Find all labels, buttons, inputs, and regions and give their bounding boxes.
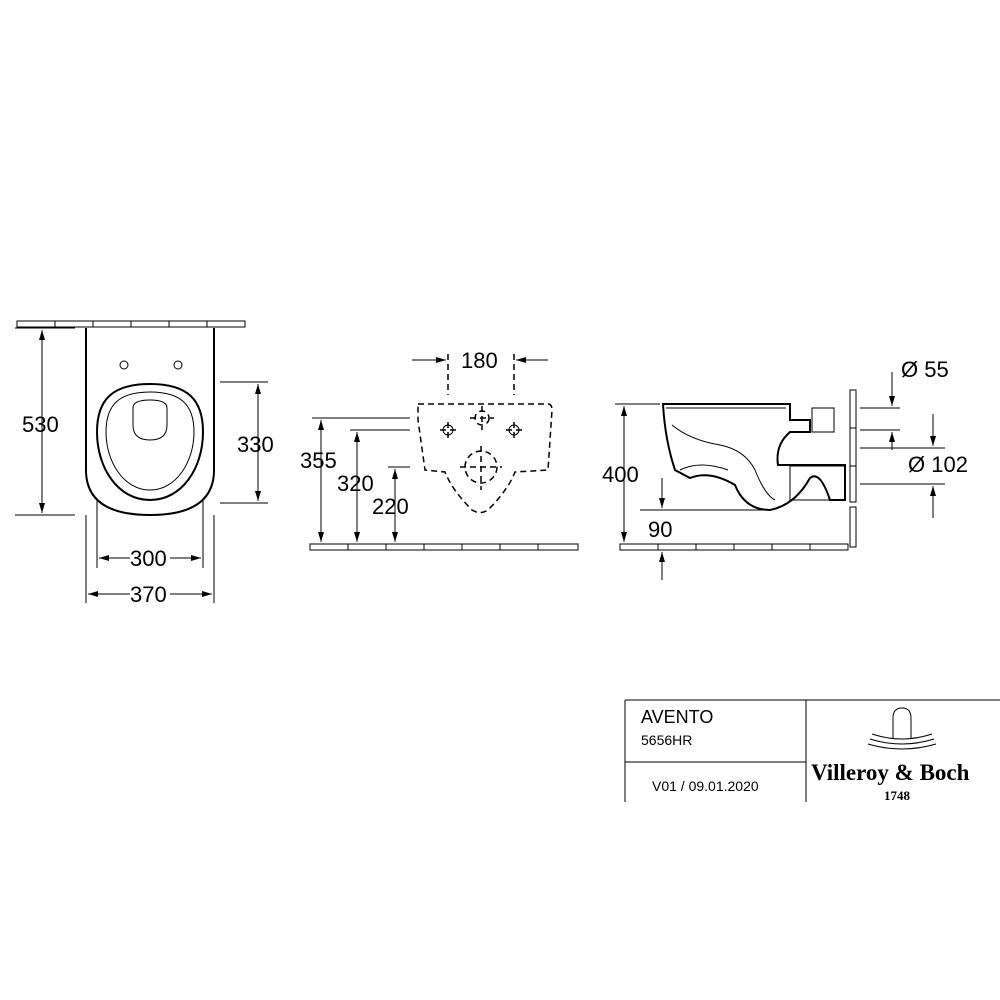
- dim-height-low: 220: [372, 494, 409, 519]
- wall-plate-outline: [417, 403, 553, 514]
- brand-year: 1748: [884, 788, 911, 803]
- top-view: 530 330 300 370: [15, 320, 274, 607]
- floor-side-view: [619, 543, 849, 551]
- dim-height-total: 530: [22, 412, 59, 437]
- fixing-marker-center: [470, 406, 494, 430]
- dim-height-seat: 330: [237, 432, 274, 457]
- floor-front-view: [309, 543, 579, 551]
- seat-inner: [105, 391, 195, 491]
- brand-name: Villeroy & Boch: [811, 760, 970, 785]
- dim-height-mid: 320: [337, 471, 374, 496]
- villeroy-boch-logo: [867, 707, 937, 750]
- bowl-outline: [85, 328, 215, 517]
- front-view: 180 355 320 220: [300, 348, 579, 551]
- bowl-section-inner: [666, 407, 786, 501]
- fixing-hole-right: [173, 360, 183, 370]
- fixing-hole-left: [119, 360, 129, 370]
- product-code: 5656HR: [641, 732, 692, 748]
- dim-height-upper: 355: [300, 448, 337, 473]
- wall-top-view: [16, 320, 246, 328]
- fixing-marker-right: [506, 422, 522, 438]
- dim-rim-height: 400: [602, 462, 639, 487]
- dim-outlet-height: 90: [648, 517, 672, 542]
- bowl-opening: [132, 399, 168, 441]
- seat-outline: [95, 382, 205, 502]
- version-date: V01 / 09.01.2020: [652, 778, 759, 794]
- dim-fix-spacing: 180: [461, 348, 498, 373]
- dim-width-total: 370: [130, 582, 167, 607]
- fixing-marker-left: [440, 422, 456, 438]
- dim-inlet-diameter: Ø 55: [901, 357, 949, 382]
- side-view: 400 90 Ø 55 Ø 102: [602, 357, 968, 580]
- inlet-pipe: [811, 407, 835, 433]
- bowl-section-outer: [661, 403, 846, 512]
- product-name: AVENTO: [641, 707, 713, 727]
- dim-outlet-diameter: Ø 102: [908, 452, 968, 477]
- outlet-pipe: [789, 465, 846, 501]
- outlet-marker: [460, 446, 502, 490]
- dim-width-inner: 300: [130, 546, 167, 571]
- title-block: AVENTO 5656HR V01 / 09.01.2020 Villeroy …: [624, 699, 1000, 803]
- wall-side-view: [849, 389, 857, 548]
